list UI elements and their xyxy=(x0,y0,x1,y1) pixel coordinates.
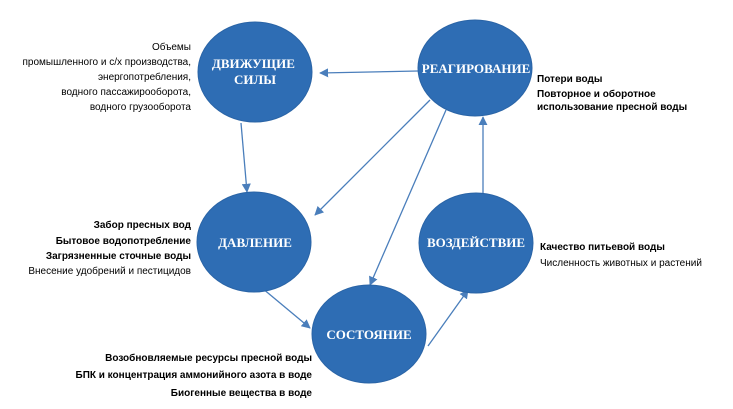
node-impact-label-line1: ВОЗДЕЙСТВИЕ xyxy=(427,235,525,250)
node-pressure-shape xyxy=(196,191,312,293)
note-state-line1: Возобновляемые ресурсы пресной воды xyxy=(105,352,312,364)
note-impact-line1: Качество питьевой воды xyxy=(540,242,665,253)
note-pressure-line3: Загрязненные сточные воды xyxy=(46,251,191,262)
arrow-pressure-to-state xyxy=(261,287,311,329)
note-response-line1: Потери воды xyxy=(537,74,602,85)
note-driving-forces-line2: промышленного и с/х производства, xyxy=(22,57,191,68)
node-pressure-label: ДАВЛЕНИЕ xyxy=(218,235,292,250)
node-state: СОСТОЯНИЕ xyxy=(311,284,427,384)
connector-arrows xyxy=(240,68,488,347)
note-driving-forces-line1: Объемы xyxy=(152,41,191,53)
arrow-response-to-driving-forces xyxy=(319,68,419,78)
notes-pressure: Забор пресных вод Бытовое водопотреблени… xyxy=(28,219,191,277)
node-driving-forces-label-line2: СИЛЫ xyxy=(234,72,276,87)
note-driving-forces-line4: водного пассажирооборота, xyxy=(61,86,191,98)
note-pressure-line2: Бытовое водопотребление xyxy=(56,235,192,247)
node-state-label: СОСТОЯНИЕ xyxy=(326,327,411,342)
arrow-state-to-impact xyxy=(427,289,469,347)
note-response-line2: Повторное и оборотное xyxy=(537,88,656,100)
note-driving-forces-line3: энергопотребления, xyxy=(98,71,191,83)
note-driving-forces-line5: водного грузооборота xyxy=(90,101,192,113)
node-state-shape xyxy=(311,284,427,384)
notes-state: Возобновляемые ресурсы пресной воды БПК … xyxy=(76,352,313,399)
node-impact-shape xyxy=(418,192,534,294)
node-state-label-line1: СОСТОЯНИЕ xyxy=(326,327,411,342)
node-response-label: РЕАГИРОВАНИЕ xyxy=(422,61,531,76)
arrow-response-to-pressure xyxy=(314,99,431,216)
arrow-response-to-state xyxy=(369,109,447,286)
node-impact: ВОЗДЕЙСТВИЕ xyxy=(418,192,534,294)
note-state-line2: БПК и концентрация аммонийного азота в в… xyxy=(76,370,313,381)
node-impact-label: ВОЗДЕЙСТВИЕ xyxy=(427,235,525,250)
note-impact-line2: Численность животных и растений xyxy=(540,258,702,269)
note-pressure-line1: Забор пресных вод xyxy=(94,219,192,231)
note-state-line3: Биогенные вещества в воде xyxy=(171,388,313,399)
node-pressure: ДАВЛЕНИЕ xyxy=(196,191,312,293)
notes-driving-forces: Объемы промышленного и с/х производства,… xyxy=(22,41,191,113)
node-driving-forces: ДВИЖУЩИЕ СИЛЫ xyxy=(197,21,313,123)
note-response-line3: использование пресной воды xyxy=(537,102,687,113)
node-response-shape xyxy=(417,19,533,117)
node-driving-forces-label-line1: ДВИЖУЩИЕ xyxy=(212,56,295,71)
node-driving-forces-label: ДВИЖУЩИЕ СИЛЫ xyxy=(212,56,298,87)
notes-impact: Качество питьевой воды Численность живот… xyxy=(540,242,702,269)
node-driving-forces-shape xyxy=(197,21,313,123)
notes-response: Потери воды Повторное и оборотное исполь… xyxy=(537,74,687,113)
node-response-label-line1: РЕАГИРОВАНИЕ xyxy=(422,61,531,76)
note-pressure-line4: Внесение удобрений и пестицидов xyxy=(28,265,191,277)
node-pressure-label-line1: ДАВЛЕНИЕ xyxy=(218,235,292,250)
node-response: РЕАГИРОВАНИЕ xyxy=(417,19,533,117)
arrow-driving-forces-to-pressure xyxy=(240,122,251,193)
